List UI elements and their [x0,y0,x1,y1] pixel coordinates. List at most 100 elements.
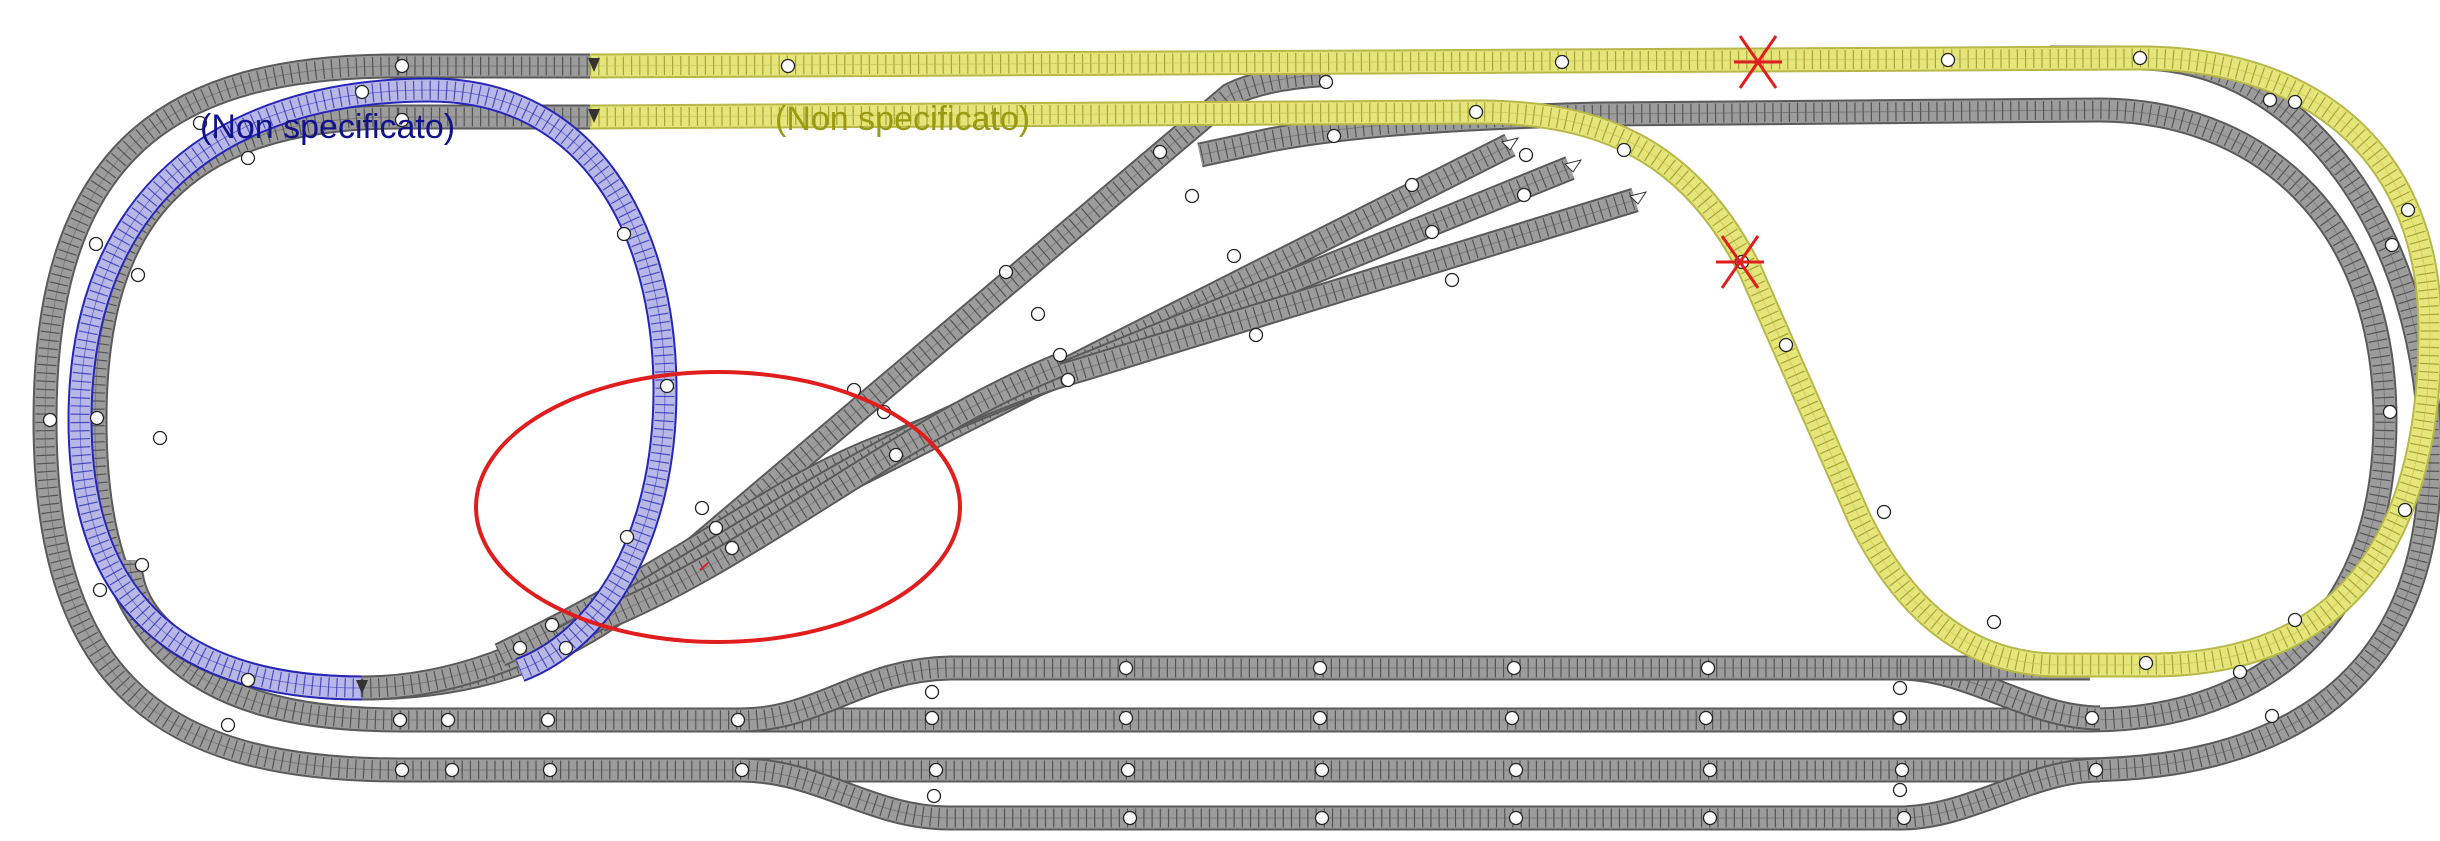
track-joint-marker [392,712,408,728]
track-joint-marker [394,112,410,128]
track-joint-marker [780,58,796,74]
track-joint-marker [2232,664,2248,680]
track-joint-marker [1504,710,1520,726]
track-joint-marker [928,762,944,778]
track-end-arrow [356,680,368,694]
track-joint-marker [394,762,410,778]
track-joint-marker [1616,142,1632,158]
track-joint-marker [440,712,456,728]
track-joint-marker [2400,202,2416,218]
track-joint-marker [1318,74,1334,90]
track-joint-marker [1226,248,1242,264]
track-joint-marker [616,226,632,242]
track-joint-marker [152,430,168,446]
track-joint-marker [1118,660,1134,676]
track-joint-marker [1444,272,1460,288]
track-joint-marker [659,378,675,394]
red-tick-mark [699,562,709,571]
gray-track-segment[interactable] [553,188,1639,651]
track-joint-marker [544,617,560,633]
track-joint-marker [619,529,635,545]
track-joint-marker [2264,708,2280,724]
gray-track-segment[interactable] [739,757,2101,831]
track-joint-marker [1060,372,1076,388]
track-joint-marker [1152,144,1168,160]
track-joint-marker [88,236,104,252]
track-joint-marker [1052,347,1068,363]
track-joint-marker [1312,660,1328,676]
track-joint-marker [1468,104,1484,120]
track-joint-marker [512,640,528,656]
disconnect-x-marker [1716,235,1764,289]
track-joint-marker [1554,54,1570,70]
track-joint-marker [1778,337,1794,353]
track-end-arrow [588,109,600,123]
track-joint-marker [888,447,904,463]
track-joint-marker [1940,52,1956,68]
track-joint-marker [1118,710,1134,726]
track-joint-marker [540,712,556,728]
track-joint-marker [240,672,256,688]
track-joint-marker [724,540,740,556]
track-joint-marker [1702,810,1718,826]
track-joint-marker [444,762,460,778]
track-joint-marker [192,115,208,131]
gray-track-segment[interactable] [739,655,2101,733]
track-joint-marker [1404,177,1420,193]
yellow-section-label: (Non specificato) [775,100,1031,138]
blue-highlighted-loop[interactable] [67,77,678,701]
track-joint-marker [1312,710,1328,726]
gray-track-segment[interactable] [32,45,2440,783]
track-joint-marker [1896,810,1912,826]
disconnect-x-markers [1716,35,1782,289]
track-joint-marker [2384,237,2400,253]
gray-track-network[interactable] [32,45,2440,831]
track-end-arrow [1629,191,1648,205]
track-joint-marker [1698,710,1714,726]
track-joint-marker [734,762,750,778]
track-joint-marker [1892,710,1908,726]
yellow-route-track[interactable] [589,45,2440,678]
track-joint-marker [354,84,370,100]
track-joint-marker [1030,306,1046,322]
track-joint-markers [42,50,2416,826]
track-joint-marker [2287,94,2303,110]
track-joint-marker [1248,327,1264,343]
yellow-highlighted-route[interactable] [589,45,2440,678]
track-joint-marker [2397,502,2413,518]
track-joint-marker [1986,614,2002,630]
track-joint-marker [1314,810,1330,826]
track-joint-marker [694,500,710,516]
track-joint-marker [1894,762,1910,778]
track-joint-marker [42,412,58,428]
gray-track-segment[interactable] [82,97,2398,733]
track-joint-marker [1892,782,1908,798]
track-joint-marker [924,710,940,726]
track-joint-marker [1700,660,1716,676]
track-joint-marker [998,264,1014,280]
track-joint-marker [1702,762,1718,778]
track-joint-marker [1876,504,1892,520]
track-joint-marker [1508,810,1524,826]
track-joint-marker [1506,660,1522,676]
track-joint-marker [926,788,942,804]
track-joint-marker [708,520,724,536]
gray-track-segment[interactable] [361,61,1331,701]
track-joint-marker [92,582,108,598]
gray-track-segment[interactable] [595,353,1065,632]
track-joint-marker [2084,710,2100,726]
track-joint-marker [1508,762,1524,778]
track-joint-marker [1120,762,1136,778]
track-joint-marker [1122,810,1138,826]
selection-ellipse [474,370,962,644]
track-end-arrows [356,58,1648,694]
track-joint-marker [1314,762,1330,778]
track-joint-marker [558,640,574,656]
track-joint-marker [1184,188,1200,204]
track-joint-marker [1424,224,1440,240]
track-joint-marker [130,267,146,283]
track-joint-marker [924,684,940,700]
blue-loop-track[interactable] [67,77,678,701]
track-joint-marker [134,557,150,573]
